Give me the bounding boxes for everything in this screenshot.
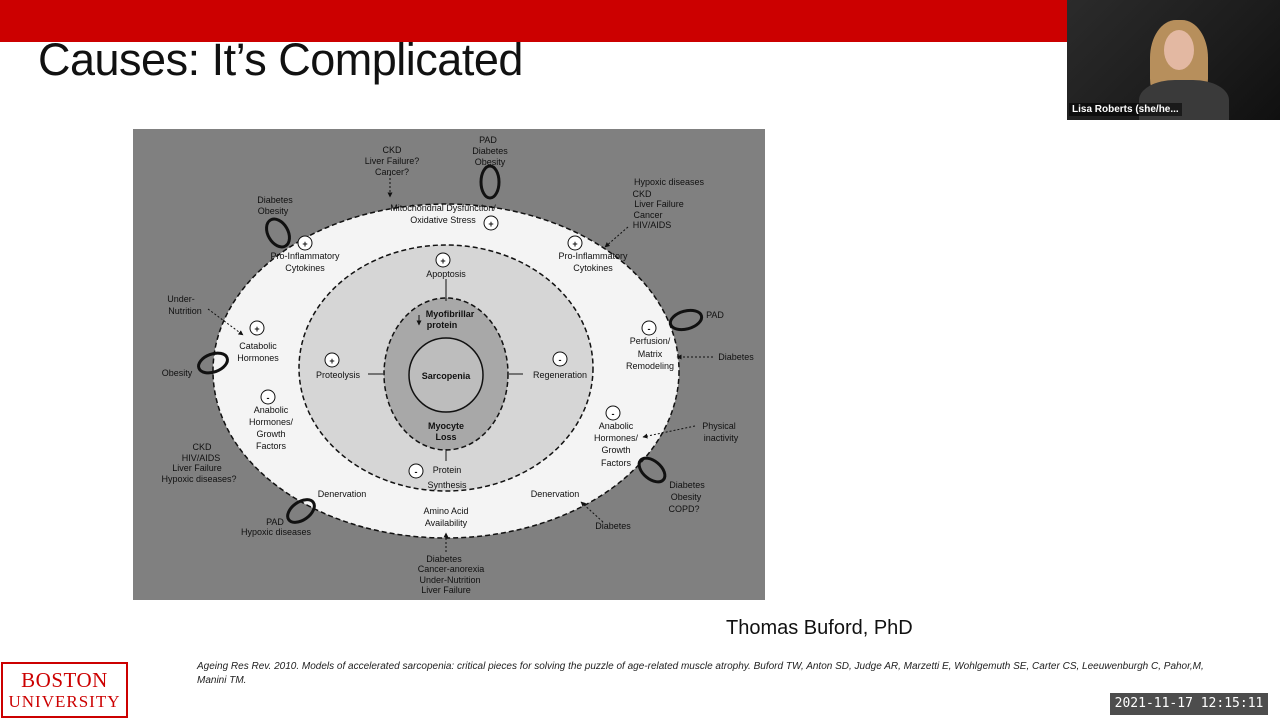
external-cause: Cancer? bbox=[375, 167, 409, 177]
external-cause: Diabetes bbox=[718, 352, 754, 362]
external-cause: Diabetes bbox=[669, 480, 705, 490]
cycle-arrow-icon bbox=[286, 498, 316, 524]
apoptosis-label: Apoptosis bbox=[426, 269, 466, 279]
external-cause: Obesity bbox=[162, 368, 193, 378]
external-cause: CKD bbox=[382, 145, 402, 155]
plus-sign: + bbox=[254, 324, 259, 334]
external-cause: inactivity bbox=[704, 433, 739, 443]
external-cause: CKD bbox=[632, 189, 652, 199]
sarcopenia-diagram: + + + + - - - + + - - Sarcopenia Myofibr… bbox=[133, 129, 765, 600]
minus-sign: - bbox=[648, 324, 651, 334]
external-cause: Diabetes bbox=[426, 554, 462, 564]
catabolic-label: Hormones bbox=[237, 353, 279, 363]
slide-header-bar bbox=[0, 0, 1067, 42]
inner-top-label: protein bbox=[427, 320, 458, 330]
external-cause: PAD bbox=[706, 310, 724, 320]
participant-face bbox=[1164, 30, 1194, 70]
anabolic-right-label: Growth bbox=[601, 445, 630, 455]
external-cause: Diabetes bbox=[257, 195, 293, 205]
plus-sign: + bbox=[488, 219, 493, 229]
denervation-right-label: Denervation bbox=[531, 489, 580, 499]
external-cause: HIV/AIDS bbox=[633, 220, 672, 230]
perfusion-label: Matrix bbox=[638, 349, 663, 359]
pro-inflammatory-right-label: Pro-Inflammatory bbox=[558, 251, 628, 261]
perfusion-label: Perfusion/ bbox=[630, 336, 671, 346]
anabolic-left-label: Hormones/ bbox=[249, 417, 294, 427]
external-cause: Diabetes bbox=[472, 146, 508, 156]
catabolic-label: Catabolic bbox=[239, 341, 277, 351]
denervation-left-label: Denervation bbox=[318, 489, 367, 499]
plus-sign: + bbox=[440, 256, 445, 266]
external-cause: Physical bbox=[702, 421, 736, 431]
external-cause: Liver Failure bbox=[634, 199, 684, 209]
external-cause: Hypoxic diseases bbox=[634, 177, 705, 187]
mito-label: Oxidative Stress bbox=[410, 215, 476, 225]
logo-line1: BOSTON bbox=[21, 668, 108, 692]
pro-inflammatory-left-label: Pro-Inflammatory bbox=[270, 251, 340, 261]
inner-bottom-label: Loss bbox=[435, 432, 456, 442]
plus-sign: + bbox=[302, 239, 307, 249]
protein-synthesis-label: Synthesis bbox=[427, 480, 467, 490]
external-cause: COPD? bbox=[668, 504, 699, 514]
minus-sign: - bbox=[267, 393, 270, 403]
plus-sign: + bbox=[572, 239, 577, 249]
external-cause: CKD bbox=[192, 442, 212, 452]
mito-label: Mitochondrial Dysfunction/ bbox=[390, 203, 496, 213]
external-cause: Cancer bbox=[633, 210, 662, 220]
plus-sign: + bbox=[329, 356, 334, 366]
external-cause: Obesity bbox=[258, 206, 289, 216]
center-label: Sarcopenia bbox=[422, 371, 472, 381]
external-cause: Cancer-anorexia bbox=[418, 564, 485, 574]
external-cause: Diabetes bbox=[595, 521, 631, 531]
external-cause: PAD bbox=[266, 517, 284, 527]
amino-acid-label: Amino Acid bbox=[423, 506, 468, 516]
external-cause: Liver Failure? bbox=[365, 156, 420, 166]
inner-bottom-label: Myocyte bbox=[428, 421, 464, 431]
pro-inflammatory-left-label: Cytokines bbox=[285, 263, 325, 273]
slide-title: Causes: It’s Complicated bbox=[38, 34, 523, 85]
center-circle bbox=[408, 337, 484, 413]
external-cause: Under-Nutrition bbox=[419, 575, 480, 585]
anabolic-right-label: Anabolic bbox=[599, 421, 634, 431]
external-cause: Nutrition bbox=[168, 306, 202, 316]
external-cause: Hypoxic diseases bbox=[241, 527, 312, 537]
external-cause: Obesity bbox=[671, 492, 702, 502]
minus-sign: - bbox=[612, 409, 615, 419]
cycle-arrow-icon bbox=[668, 308, 704, 332]
minus-sign: - bbox=[415, 467, 418, 477]
anabolic-left-label: Anabolic bbox=[254, 405, 289, 415]
participant-name-label: Lisa Roberts (she/he... bbox=[1069, 103, 1182, 116]
proteolysis-label: Proteolysis bbox=[316, 370, 361, 380]
minus-sign: - bbox=[559, 355, 562, 365]
regeneration-label: Regeneration bbox=[533, 370, 587, 380]
participant-video-tile[interactable]: Lisa Roberts (she/he... bbox=[1067, 0, 1280, 120]
author-credit: Thomas Buford, PhD bbox=[726, 617, 913, 639]
anabolic-left-label: Factors bbox=[256, 441, 287, 451]
amino-acid-label: Availability bbox=[425, 518, 468, 528]
external-cause: Obesity bbox=[475, 157, 506, 167]
cycle-arrow-icon bbox=[265, 217, 291, 249]
citation-text: Ageing Res Rev. 2010. Models of accelera… bbox=[197, 661, 1204, 686]
external-cause: Under- bbox=[167, 294, 195, 304]
diagram-svg: + + + + - - - + + - - Sarcopenia Myofibr… bbox=[161, 135, 754, 595]
pro-inflammatory-right-label: Cytokines bbox=[573, 263, 613, 273]
perfusion-label: Remodeling bbox=[626, 361, 674, 371]
logo-line2: UNIVERSITY bbox=[8, 692, 121, 711]
cycle-arrow-icon bbox=[197, 351, 229, 375]
protein-synthesis-label: Protein bbox=[433, 465, 462, 475]
anabolic-right-label: Factors bbox=[601, 458, 632, 468]
anabolic-right-label: Hormones/ bbox=[594, 433, 639, 443]
boston-university-logo: BOSTON UNIVERSITY bbox=[1, 662, 128, 718]
external-cause: PAD bbox=[479, 135, 497, 145]
external-cause: Liver Failure bbox=[172, 463, 222, 473]
cycle-arrow-icon bbox=[637, 456, 667, 484]
cycle-arrow-icon bbox=[479, 164, 501, 200]
anabolic-left-label: Growth bbox=[256, 429, 285, 439]
inner-top-label: Myofibrillar bbox=[426, 309, 475, 319]
external-cause: HIV/AIDS bbox=[182, 453, 221, 463]
external-cause: Hypoxic diseases? bbox=[161, 474, 236, 484]
recording-timestamp: 2021-11-17 12:15:11 bbox=[1110, 693, 1268, 715]
external-cause: Liver Failure bbox=[421, 585, 471, 595]
